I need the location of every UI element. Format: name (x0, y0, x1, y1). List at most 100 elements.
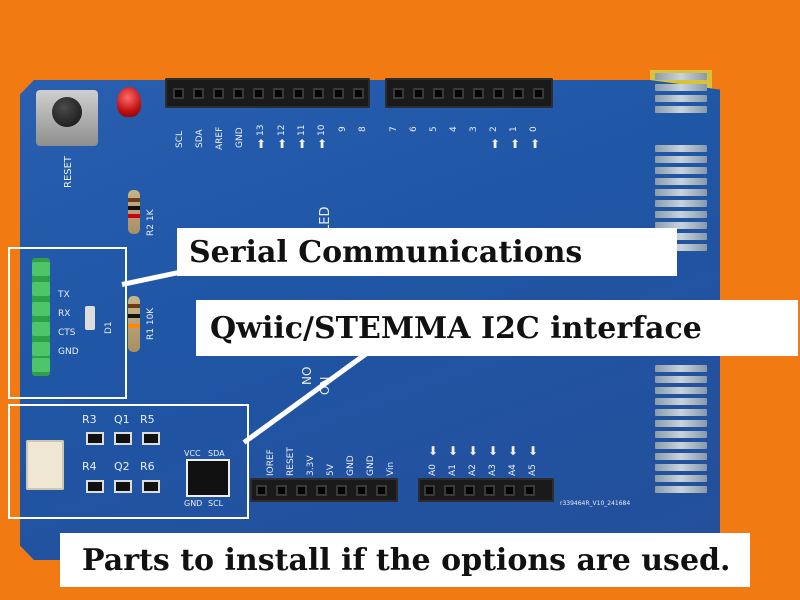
pin-label: 7 (389, 126, 399, 132)
power-pin-label: GND (346, 455, 356, 476)
power-pin-label: 3.3V (306, 455, 316, 476)
pin-label: 5 (429, 126, 439, 132)
no-text: NO (300, 366, 314, 385)
smd-pad-r6 (142, 480, 160, 493)
arrow-down-icon: ⬇ (468, 444, 479, 458)
serial-header (32, 258, 50, 376)
analog-pin-label: A1 (448, 464, 458, 476)
edge-finger (655, 244, 707, 251)
pin-label: 11 (297, 124, 307, 136)
analog-header (418, 478, 554, 502)
gnd-label: GND (184, 499, 203, 508)
edge-finger (655, 167, 707, 174)
edge-finger (655, 409, 707, 416)
serial-callout-label: Serial Communications (177, 228, 677, 276)
pin-label: 13 (256, 124, 266, 136)
pin-label: SDA (195, 129, 205, 148)
qwiic-callout-label: Qwiic/STEMMA I2C interface (196, 300, 798, 356)
pin-label: 10 (317, 124, 327, 136)
power-pin-label: Vin (386, 461, 396, 476)
power-pin-label: GND (366, 455, 376, 476)
pin-label: GND (235, 127, 245, 148)
diode-d1 (85, 306, 95, 330)
digital-header-left (165, 78, 370, 108)
edge-finger (655, 453, 707, 460)
edge-finger (655, 431, 707, 438)
q1-label: Q1 (114, 413, 130, 426)
power-pin-label: 5V (326, 464, 336, 476)
power-pin-label: IOREF (266, 449, 276, 476)
edge-finger (655, 420, 707, 427)
arrow-up-icon: ⬆ (297, 137, 308, 151)
smd-pad-r4 (86, 480, 104, 493)
analog-pin-label: A0 (428, 464, 438, 476)
parts-callout-label: Parts to install if the options are used… (60, 533, 750, 587)
edge-finger (655, 106, 707, 113)
edge-finger (655, 189, 707, 196)
pin-label: 8 (358, 126, 368, 132)
edge-finger (655, 475, 707, 482)
reset-label: RESET (63, 155, 74, 188)
parts-highlight-box (8, 404, 249, 519)
arrow-up-icon: ⬆ (277, 137, 288, 151)
q2-label: Q2 (114, 460, 130, 473)
pin-label: 1 (509, 126, 519, 132)
analog-pin-label: A3 (488, 464, 498, 476)
pin-label: 3 (469, 126, 479, 132)
vcc-label: VCC (184, 449, 201, 458)
qwiic-connector (26, 440, 64, 490)
serial-highlight-box (8, 247, 127, 399)
pin-label: 4 (449, 126, 459, 132)
serial-pin-label: RX (58, 309, 71, 319)
pin-label: 12 (277, 124, 287, 136)
analog-pin-label: A4 (508, 464, 518, 476)
scl-label: SCL (208, 499, 224, 508)
arrow-down-icon: ⬇ (528, 444, 539, 458)
pin-label: SCL (175, 130, 185, 148)
arrow-down-icon: ⬇ (488, 444, 499, 458)
arrow-down-icon: ⬇ (508, 444, 519, 458)
pin-label: 9 (338, 126, 348, 132)
arrow-up-icon: ⬆ (510, 137, 521, 151)
r4-label: R4 (82, 460, 97, 473)
smd-pad-r3 (86, 432, 104, 445)
edge-finger (655, 145, 707, 152)
arrow-down-icon: ⬇ (428, 444, 439, 458)
edge-finger (655, 156, 707, 163)
analog-pin-label: A5 (528, 464, 538, 476)
arrow-up-icon: ⬆ (317, 137, 328, 151)
r6-label: R6 (140, 460, 155, 473)
edge-finger (655, 486, 707, 493)
edge-finger (655, 95, 707, 102)
arrow-up-icon: ⬆ (530, 137, 541, 151)
edge-finger (655, 233, 707, 240)
reset-button-cap (52, 97, 82, 127)
edge-finger (655, 211, 707, 218)
board-code: r339464R_V10_241684 (560, 500, 631, 507)
r3-label: R3 (82, 413, 97, 426)
power-pin-label: RESET (286, 447, 296, 476)
smd-pad-r5 (142, 432, 160, 445)
resistor-r2 (128, 190, 140, 234)
edge-finger (655, 222, 707, 229)
edge-finger (655, 178, 707, 185)
pin-label: AREF (215, 126, 225, 150)
serial-pin-label: TX (58, 290, 70, 300)
power-header (250, 478, 398, 502)
arrow-up-icon: ⬆ (256, 137, 267, 151)
digital-header-right (385, 78, 553, 108)
sda-label: SDA (208, 449, 225, 458)
serial-pin-label: CTS (58, 328, 76, 338)
edge-finger (655, 365, 707, 372)
edge-finger (655, 398, 707, 405)
edge-finger (655, 464, 707, 471)
edge-finger (655, 84, 707, 91)
smd-pad-q1 (114, 432, 132, 445)
red-led (117, 87, 141, 117)
edge-finger (655, 73, 707, 80)
i2c-jumper-pads (186, 459, 230, 497)
edge-finger (655, 376, 707, 383)
pin-label: 6 (409, 126, 419, 132)
edge-finger (655, 442, 707, 449)
